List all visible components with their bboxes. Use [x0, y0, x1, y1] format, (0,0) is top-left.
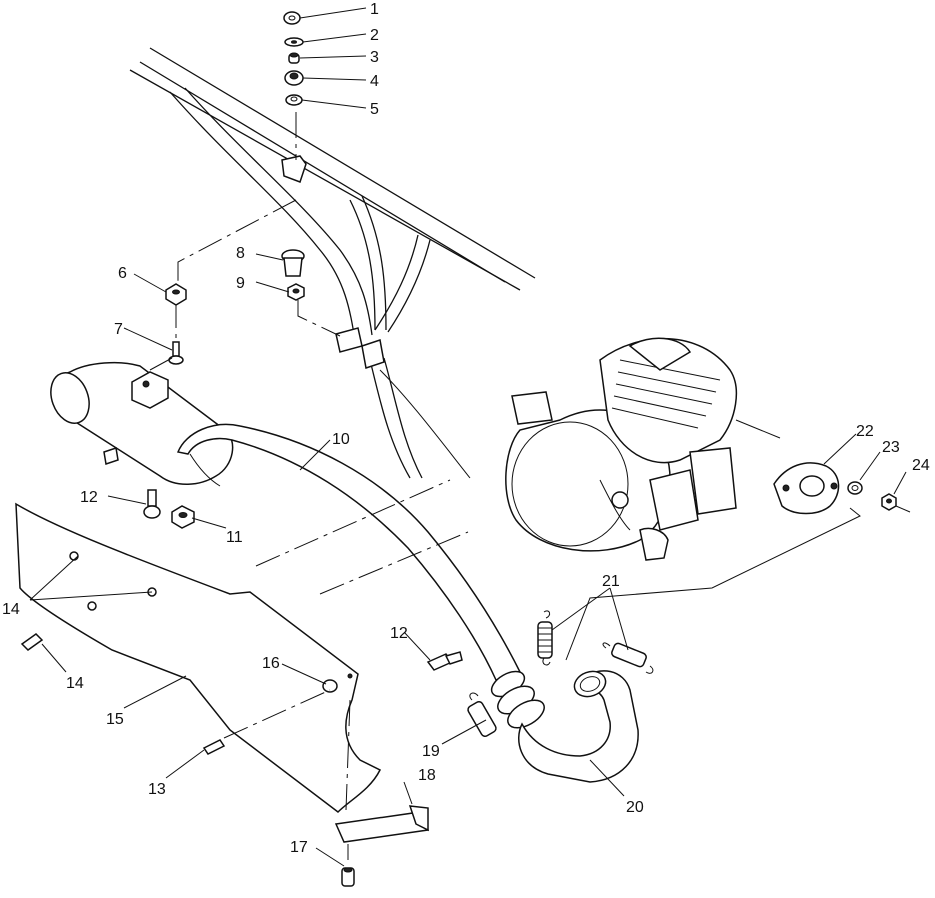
bushing-3-icon	[288, 52, 300, 64]
callout-labels: 1 2 3 4 5 6 7 8 9 10 11 12 12 13 14 14 1…	[2, 1, 930, 856]
callout-3: 3	[370, 49, 379, 66]
frame-rails	[129, 47, 536, 479]
bolt-12a-icon	[143, 489, 161, 519]
callout-12b: 12	[390, 625, 408, 642]
callout-19: 19	[422, 743, 440, 760]
callout-24: 24	[912, 457, 930, 474]
callout-16: 16	[262, 655, 280, 672]
grommet-4-icon	[284, 70, 304, 86]
fasteners	[20, 489, 463, 887]
hardware-stack	[283, 11, 304, 160]
spring-21b-icon	[602, 642, 654, 674]
callout-20: 20	[626, 799, 644, 816]
nut-11-icon	[171, 505, 195, 529]
heat-shield	[15, 502, 382, 813]
callout-14b: 14	[66, 675, 84, 692]
springs	[467, 610, 654, 738]
screw-14-icon	[20, 633, 44, 651]
callout-12a: 12	[80, 489, 98, 506]
callout-14a: 14	[2, 601, 20, 618]
muffler-assembly	[50, 357, 545, 729]
leader-lines	[29, 7, 907, 867]
engine	[505, 337, 781, 561]
callout-23: 23	[882, 439, 900, 456]
callout-13: 13	[148, 781, 166, 798]
nut-9-icon	[287, 283, 305, 301]
clip-16-icon	[322, 679, 338, 693]
washer-5-icon	[285, 94, 303, 106]
callout-10: 10	[332, 431, 350, 448]
hanger-hardware	[165, 199, 341, 365]
assembly-lines	[223, 479, 469, 860]
callout-21: 21	[602, 573, 620, 590]
callout-7: 7	[114, 321, 123, 338]
bushing-17-icon	[341, 867, 355, 887]
callout-5: 5	[370, 101, 379, 118]
callout-2: 2	[370, 27, 379, 44]
callout-8: 8	[236, 245, 245, 262]
callout-4: 4	[370, 73, 379, 90]
screw-13-icon	[202, 739, 226, 755]
callout-22: 22	[856, 423, 874, 440]
gasket-23-icon	[847, 481, 863, 495]
spring-19-icon	[467, 692, 497, 738]
nut-24-icon	[881, 493, 897, 511]
nut-1-icon	[283, 11, 301, 25]
pin-8-icon	[281, 249, 305, 277]
washer-2-icon	[284, 37, 304, 47]
manifold-hardware	[565, 462, 911, 661]
bolt-7-icon	[168, 341, 184, 365]
callout-18: 18	[418, 767, 436, 784]
callout-1: 1	[370, 1, 379, 18]
nut-6-icon	[165, 283, 187, 306]
callout-11: 11	[226, 529, 243, 546]
spring-21a-icon	[537, 610, 553, 666]
bracket-18-icon	[334, 805, 430, 843]
header-pipe	[518, 670, 639, 783]
callout-15: 15	[106, 711, 124, 728]
flange-22-icon	[773, 462, 840, 515]
bolt-12b-icon	[426, 651, 463, 671]
callout-17: 17	[290, 839, 308, 856]
callout-6: 6	[118, 265, 127, 282]
callout-9: 9	[236, 275, 245, 292]
